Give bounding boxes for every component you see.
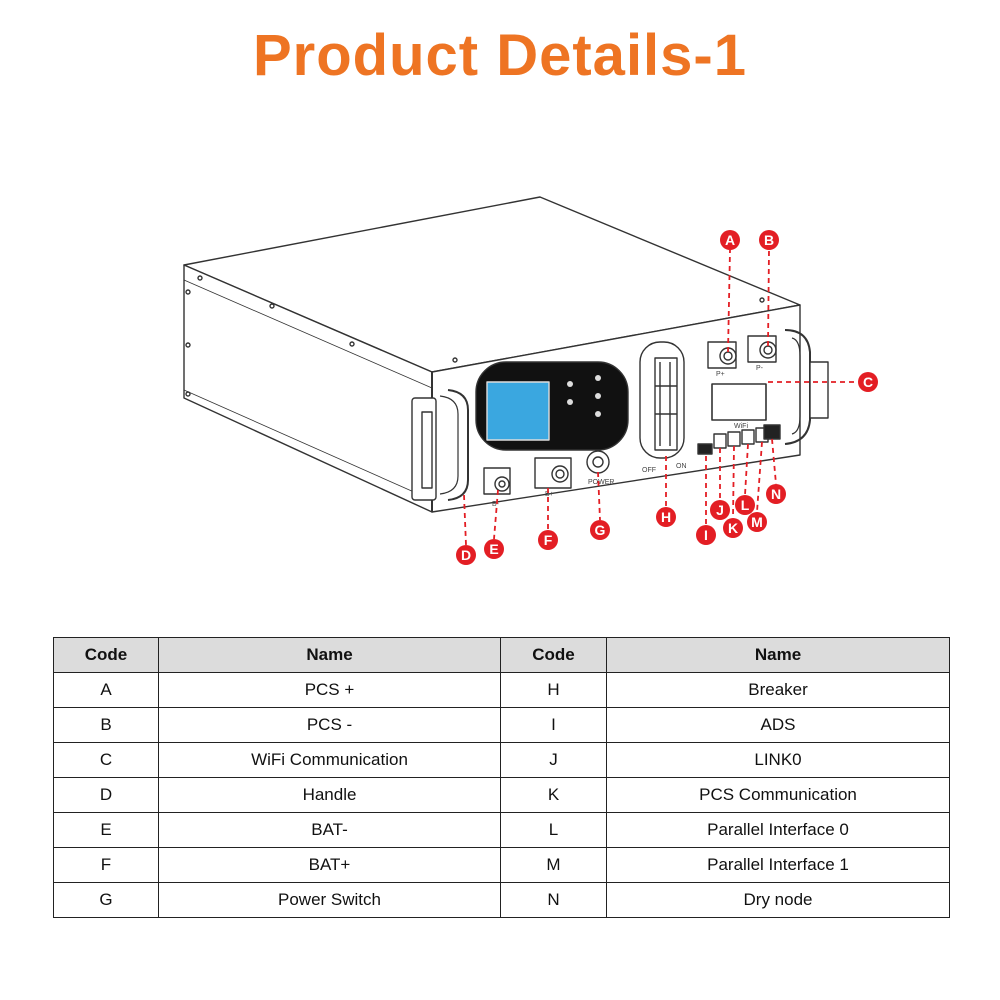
name-cell: Parallel Interface 0 (606, 812, 950, 848)
table-row: F BAT+ M Parallel Interface 1 (53, 847, 950, 883)
callout-k: K (723, 518, 743, 538)
code-cell: N (500, 882, 607, 918)
name-cell: Power Switch (158, 882, 501, 918)
name-cell: BAT- (158, 812, 501, 848)
callout-letter: K (728, 520, 738, 536)
left-handle (411, 389, 469, 501)
table-row: A PCS + H Breaker (53, 672, 950, 708)
callout-a: A (720, 230, 740, 250)
callout-line-e (493, 489, 499, 540)
col-code-1: Code (53, 637, 159, 673)
wifi-module (711, 383, 767, 421)
power-label: POWER (588, 479, 614, 486)
callout-line-k (732, 445, 735, 519)
code-cell: H (500, 672, 607, 708)
callout-l: L (735, 495, 755, 515)
callout-letter: I (704, 527, 708, 543)
name-cell: PCS - (158, 707, 501, 743)
callout-letter: J (716, 502, 724, 518)
callout-g: G (590, 520, 610, 540)
table-row: B PCS - I ADS (53, 707, 950, 743)
table-row: E BAT- L Parallel Interface 0 (53, 812, 950, 848)
parts-table: Code Name Code Name A PCS + H Breaker B … (53, 637, 950, 918)
callout-letter: L (741, 497, 750, 513)
callout-line-a (727, 249, 731, 353)
parallel-0-port (741, 429, 755, 445)
name-cell: ADS (606, 707, 950, 743)
callout-e: E (484, 539, 504, 559)
name-cell: BAT+ (158, 847, 501, 883)
code-cell: G (53, 882, 159, 918)
power-switch (586, 450, 610, 474)
callout-letter: A (725, 232, 735, 248)
code-cell: D (53, 777, 159, 813)
breaker-off-label: OFF (642, 467, 656, 474)
battery-unit-diagram: P+ P- B- B+ POWER OFF ON WiFi A B C D E F G H IJ… (183, 196, 878, 565)
col-name-2: Name (606, 637, 950, 673)
right-handle (784, 329, 829, 445)
name-cell: Parallel Interface 1 (606, 847, 950, 883)
callout-letter: H (661, 509, 671, 525)
code-cell: C (53, 742, 159, 778)
callout-line-b (767, 249, 770, 347)
callout-line-n (771, 438, 777, 485)
callout-i: I (696, 525, 716, 545)
callout-h: H (656, 507, 676, 527)
callout-f: F (538, 530, 558, 550)
table-row: G Power Switch N Dry node (53, 882, 950, 918)
name-cell: Handle (158, 777, 501, 813)
pcs-comm-port (727, 431, 741, 447)
callout-letter: B (764, 232, 774, 248)
callout-line-g (597, 471, 601, 521)
table-header-row: Code Name Code Name (53, 637, 950, 673)
breaker-on-label: ON (676, 463, 687, 470)
name-cell: LINK0 (606, 742, 950, 778)
callout-letter: N (771, 486, 781, 502)
callout-d: D (456, 545, 476, 565)
link0-port (713, 433, 727, 449)
callout-c: C (858, 372, 878, 392)
code-cell: E (53, 812, 159, 848)
callout-m: M (747, 512, 767, 532)
code-cell: L (500, 812, 607, 848)
page-title: Product Details-1 (253, 23, 747, 88)
code-cell: B (53, 707, 159, 743)
callout-letter: G (595, 522, 606, 538)
name-cell: PCS Communication (606, 777, 950, 813)
code-cell: M (500, 847, 607, 883)
ads-port (697, 443, 713, 455)
pcs-minus-label: P- (756, 365, 764, 372)
code-cell: I (500, 707, 607, 743)
code-cell: K (500, 777, 607, 813)
callout-letter: M (751, 514, 763, 530)
callout-letter: D (461, 547, 471, 563)
callout-letter: C (863, 374, 873, 390)
name-cell: PCS + (158, 672, 501, 708)
code-cell: A (53, 672, 159, 708)
col-code-2: Code (500, 637, 607, 673)
table-row: D Handle K PCS Communication (53, 777, 950, 813)
callout-letter: F (544, 532, 553, 548)
callout-n: N (766, 484, 786, 504)
dry-node-terminal (763, 424, 781, 440)
col-name-1: Name (158, 637, 501, 673)
bat-plus-label: B+ (545, 491, 554, 498)
code-cell: F (53, 847, 159, 883)
bat-plus-terminal (534, 457, 572, 489)
name-cell: Breaker (606, 672, 950, 708)
table-row: C WiFi Communication J LINK0 (53, 742, 950, 778)
name-cell: Dry node (606, 882, 950, 918)
lcd-screen (486, 381, 550, 441)
callout-letter: E (489, 541, 498, 557)
name-cell: WiFi Communication (158, 742, 501, 778)
pcs-plus-label: P+ (716, 371, 725, 378)
callout-j: J (710, 500, 730, 520)
wifi-label: WiFi (734, 423, 748, 430)
callout-b: B (759, 230, 779, 250)
code-cell: J (500, 742, 607, 778)
bat-minus-label: B- (492, 501, 500, 508)
callout-line-m (756, 441, 763, 513)
